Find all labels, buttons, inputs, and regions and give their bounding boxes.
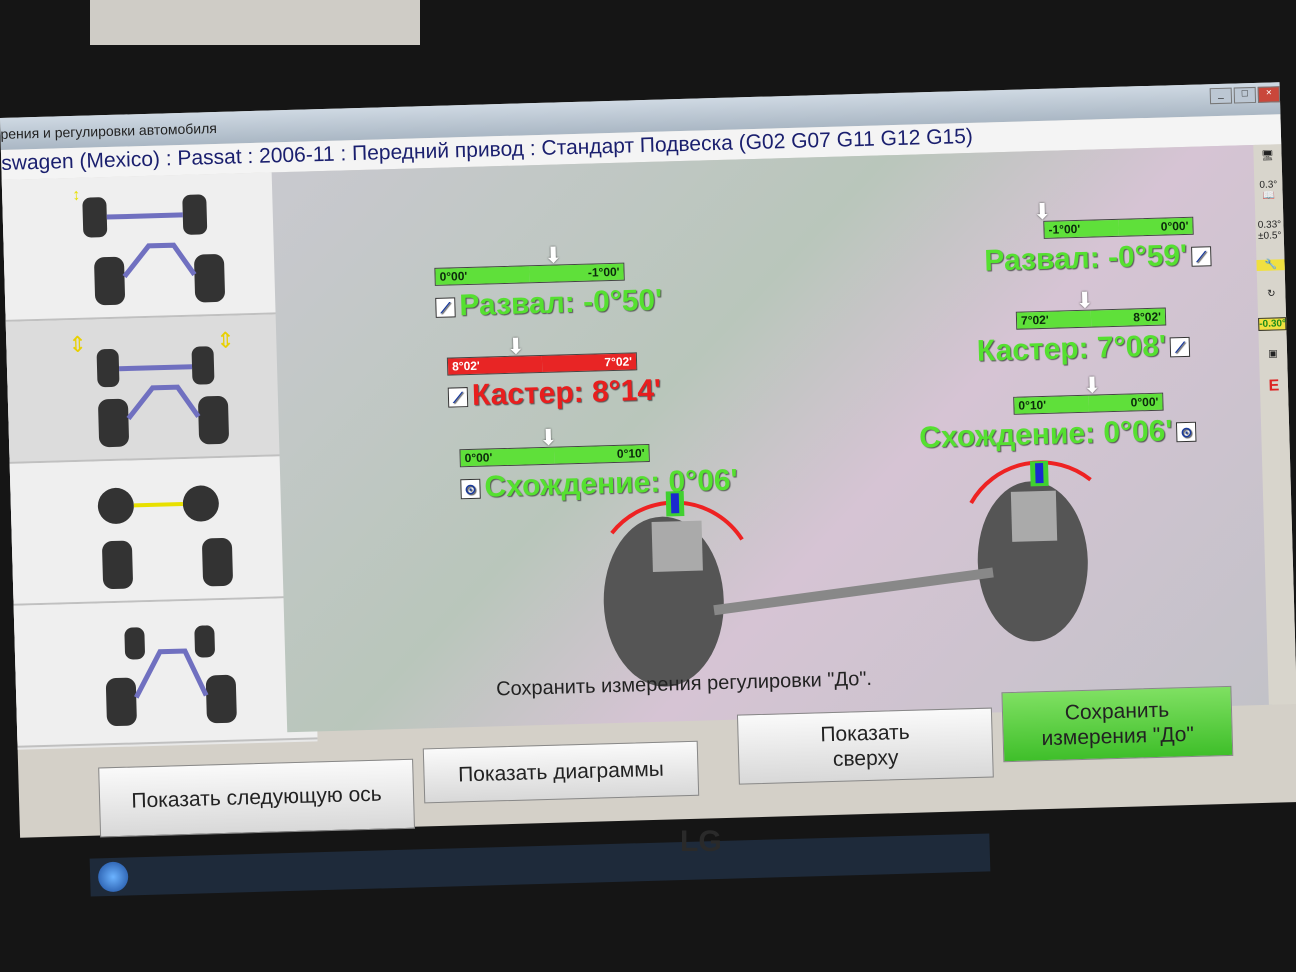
svg-text:↕: ↕ <box>72 187 80 204</box>
spec-book-button[interactable]: 0.3°📖 <box>1259 179 1278 202</box>
right-toe-gauge: ⬇ 0°10'0°00' Схождение: 0°06'⊙ <box>918 372 1201 456</box>
right-camber-value: Развал: -0°59' <box>983 238 1188 278</box>
scale-max: 8°02' <box>1090 308 1166 327</box>
steering-wheel-icon[interactable]: ⊙ <box>460 478 481 500</box>
save-before-button[interactable]: Сохранить измерения "До" <box>1001 685 1234 763</box>
axle-thumbnail-list[interactable]: ↕ ⇕⇕ <box>1 171 318 750</box>
monitor-screen: рения и регулировки автомобиля _ □ × swa… <box>0 82 1296 838</box>
left-camber-value: Развал: -0°50' <box>458 283 663 323</box>
scale-min: 8°02' <box>447 355 543 375</box>
scale-max: 0°10' <box>554 445 649 464</box>
scale-max: 7°02' <box>541 353 637 372</box>
window-title: рения и регулировки автомобиля <box>0 119 218 142</box>
left-camber-gauge: ⬇ 0°00'-1°00' ⟋Развал: -0°50' <box>434 242 663 324</box>
left-caster-value: Кастер: 8°14' <box>471 373 662 412</box>
thumbnail-rear[interactable] <box>13 597 318 748</box>
top-view-button[interactable]: Показать сверху <box>736 707 994 785</box>
indicator-arrow-icon: ⬇ <box>538 424 558 451</box>
wrench-icon[interactable]: ⟋ <box>1169 336 1191 358</box>
suspension-icon <box>97 485 233 590</box>
next-axle-button[interactable]: Показать следующую ось <box>98 758 416 838</box>
right-caster-gauge: ⬇ 7°02'8°02' Кастер: 7°08'⟋ <box>976 288 1195 369</box>
scale-min: 0°10' <box>1014 395 1089 414</box>
background-paper <box>90 0 420 45</box>
svg-text:⇕: ⇕ <box>216 328 235 354</box>
indicator-arrow-icon: ⬇ <box>543 242 563 268</box>
tolerance-readout[interactable]: 0.33°±0.5° <box>1257 219 1282 242</box>
monitor-logo: LG <box>680 825 722 858</box>
right-caster-value: Кастер: 7°08' <box>976 329 1167 368</box>
scale-min: 0°00' <box>435 266 530 285</box>
wrench-icon[interactable]: ⟋ <box>1190 246 1212 267</box>
minimize-button[interactable]: _ <box>1209 87 1233 105</box>
e-logo-icon[interactable]: E <box>1268 377 1280 395</box>
start-button[interactable] <box>97 861 129 893</box>
monitor-icon[interactable]: ▣ <box>1268 348 1278 360</box>
wrench-tool-icon[interactable]: 🔧 <box>1256 259 1285 271</box>
steering-wheel-icon[interactable]: ⊙ <box>1176 421 1197 443</box>
scale-max: 0°00' <box>1118 217 1193 236</box>
wrench-icon[interactable]: ⟋ <box>435 297 456 318</box>
maximize-button[interactable]: □ <box>1233 86 1257 104</box>
suspension-icon: ⇕⇕ <box>68 328 235 448</box>
show-diagrams-button[interactable]: Показать диаграммы <box>422 740 700 804</box>
left-caster-gauge: ⬇ 8°02'7°02' ⟋Кастер: 8°14' <box>446 333 662 414</box>
indicator-arrow-icon: ⬇ <box>1032 198 1052 225</box>
wrench-icon[interactable]: ⟋ <box>447 387 469 408</box>
indicator-arrow-icon: ⬇ <box>1082 372 1102 398</box>
thumbnail-camber[interactable]: ↕ <box>1 171 306 322</box>
indicator-arrow-icon: ⬇ <box>1075 287 1095 314</box>
indicator-arrow-icon: ⬇ <box>506 333 526 359</box>
thumbnail-caster[interactable]: ⇕⇕ <box>5 313 310 464</box>
windows-taskbar <box>89 833 991 897</box>
front-axle-illustration <box>603 460 1092 687</box>
thumbnail-toe[interactable] <box>9 455 314 606</box>
right-camber-gauge: ⬇ -1°00'0°00' Развал: -0°59'⟋ <box>983 199 1215 278</box>
live-value-button[interactable]: -0.30° <box>1258 317 1287 331</box>
svg-text:⇕: ⇕ <box>68 332 87 358</box>
3d-alignment-view: ⬇ 0°00'-1°00' ⟋Развал: -0°50' ⬇ 8°02'7°0… <box>271 144 1272 733</box>
rotate-icon[interactable]: ↻ <box>1267 288 1276 300</box>
scale-min: -1°00' <box>1044 219 1119 238</box>
suspension-icon <box>105 625 237 726</box>
computer-icon[interactable]: 🖥 <box>1261 150 1275 162</box>
close-button[interactable]: × <box>1257 86 1281 103</box>
suspension-icon: ↕ <box>72 187 225 306</box>
